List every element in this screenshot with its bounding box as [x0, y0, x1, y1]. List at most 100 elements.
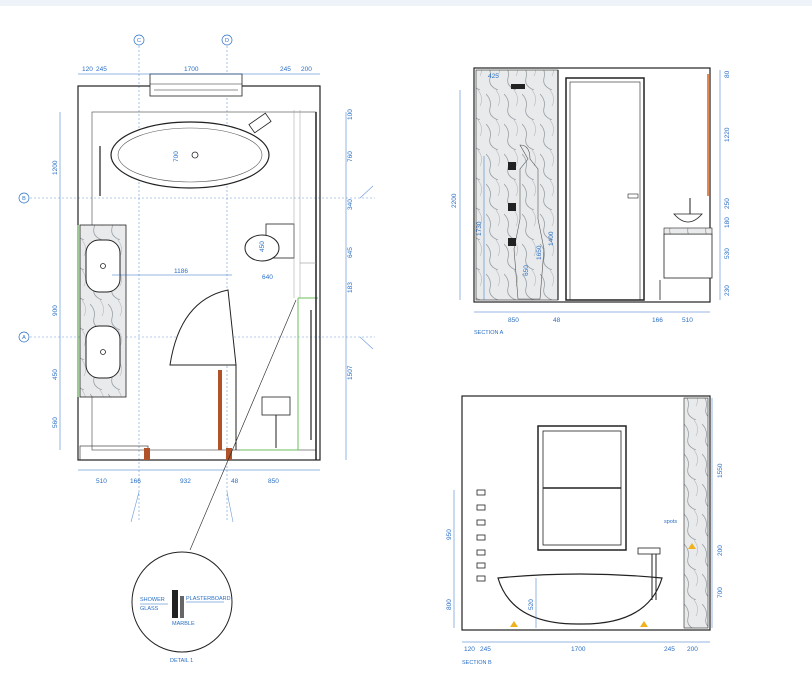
detail-leader — [189, 299, 297, 551]
grid-bubble-d: D — [221, 34, 233, 46]
bathtub — [110, 121, 270, 189]
section-b-title: SECTION B — [462, 660, 492, 666]
svg-text:560: 560 — [52, 417, 59, 428]
floor-plan — [77, 73, 321, 461]
svg-text:932: 932 — [180, 478, 191, 485]
grid-bubble-b: B — [18, 192, 30, 204]
door-swing — [169, 289, 237, 366]
basin-left — [85, 239, 121, 293]
bath-tap — [248, 112, 272, 134]
svg-text:510: 510 — [96, 478, 107, 485]
detail-1: SHOWER GLASS PLASTERBOARD MARBLE DETAIL … — [131, 551, 233, 664]
section-b — [461, 395, 711, 631]
svg-text:48: 48 — [231, 478, 239, 485]
grid-bubble-a: A — [18, 331, 30, 343]
svg-text:1650: 1650 — [536, 245, 543, 260]
section-a-marble-wall — [475, 69, 559, 301]
plan-left-dimensions: 1200 900 450 560 — [52, 160, 59, 428]
plan-top-dimensions: 120 245 1700 245 200 — [82, 66, 312, 73]
section-a-vanity — [663, 233, 713, 279]
detail-glass-label: GLASS — [140, 606, 159, 612]
svg-text:183: 183 — [347, 282, 354, 293]
shower-head — [511, 84, 525, 89]
top-bar — [0, 0, 812, 6]
svg-text:100: 100 — [347, 109, 354, 120]
section-a-dims — [459, 70, 721, 313]
svg-text:640: 640 — [262, 274, 273, 281]
section-b-dims — [453, 398, 713, 643]
shower-control-2 — [508, 203, 516, 211]
svg-text:1186: 1186 — [174, 268, 188, 275]
svg-text:1400: 1400 — [548, 231, 555, 246]
svg-text:510: 510 — [682, 317, 693, 324]
section-b-marble-wall — [683, 397, 709, 629]
svg-text:200: 200 — [301, 66, 312, 73]
svg-text:700: 700 — [717, 587, 724, 598]
svg-text:1550: 1550 — [717, 463, 724, 478]
detail-shower-label: SHOWER — [140, 597, 165, 603]
detail-title: DETAIL 1 — [170, 658, 193, 664]
svg-text:250: 250 — [724, 198, 731, 209]
svg-text:645: 645 — [347, 247, 354, 258]
svg-text:120: 120 — [82, 66, 93, 73]
svg-text:2200: 2200 — [451, 193, 458, 208]
svg-text:1220: 1220 — [724, 127, 731, 142]
section-b-bathtub — [497, 573, 663, 625]
svg-text:120: 120 — [464, 646, 475, 653]
svg-text:450: 450 — [52, 369, 59, 380]
svg-text:950: 950 — [446, 529, 453, 540]
svg-text:900: 900 — [52, 305, 59, 316]
svg-text:1700: 1700 — [184, 66, 199, 73]
plan-dimension-lines — [59, 73, 347, 471]
bath-drain — [191, 151, 199, 159]
toilet-bowl — [244, 234, 280, 262]
svg-text:B: B — [22, 196, 26, 202]
svg-text:520: 520 — [528, 599, 535, 610]
spot-light-1 — [510, 621, 518, 627]
plan-right-dimensions: 100 760 340 645 183 1507 — [347, 109, 354, 380]
shower-control-1 — [508, 162, 516, 170]
svg-text:700: 700 — [173, 151, 180, 162]
svg-text:200: 200 — [687, 646, 698, 653]
basin-right — [85, 325, 121, 379]
svg-text:180: 180 — [724, 217, 731, 228]
svg-text:450: 450 — [259, 241, 266, 252]
svg-text:A: A — [22, 335, 26, 341]
svg-text:850: 850 — [508, 317, 519, 324]
svg-text:340: 340 — [347, 199, 354, 210]
svg-text:1507: 1507 — [347, 365, 354, 380]
svg-text:D: D — [225, 38, 229, 44]
svg-text:245: 245 — [96, 66, 107, 73]
svg-text:760: 760 — [347, 151, 354, 162]
plan-bottom-dimensions: 510 166 932 48 850 — [96, 478, 279, 485]
svg-text:800: 800 — [446, 599, 453, 610]
section-a-labels: 2200 1730 1400 1650 650 425 80 1220 250 … — [451, 70, 731, 336]
spot-light-3 — [688, 543, 696, 549]
plan-window — [149, 73, 243, 97]
section-b-tap — [637, 547, 661, 555]
shower-glass — [240, 298, 299, 451]
svg-text:1700: 1700 — [571, 646, 586, 653]
svg-text:1200: 1200 — [52, 160, 59, 175]
svg-text:166: 166 — [652, 317, 663, 324]
section-a-basin — [673, 213, 703, 223]
spot-light-2 — [640, 621, 648, 627]
svg-text:245: 245 — [664, 646, 675, 653]
shower-mixer — [261, 396, 291, 416]
svg-text:230: 230 — [724, 285, 731, 296]
svg-text:1730: 1730 — [476, 221, 483, 236]
svg-text:530: 530 — [724, 248, 731, 259]
spots-label: spots — [664, 519, 677, 525]
svg-text:650: 650 — [523, 265, 530, 276]
grid-bubble-c: C — [133, 34, 145, 46]
section-a-door — [565, 77, 645, 301]
svg-text:166: 166 — [130, 478, 141, 485]
svg-text:48: 48 — [553, 317, 561, 324]
door-timber — [218, 370, 222, 450]
plan-inner-dimensions: 700 1186 640 450 — [173, 151, 273, 281]
section-a — [473, 67, 713, 303]
detail-plasterboard-label: PLASTERBOARD — [186, 596, 231, 602]
towel-rail — [476, 489, 486, 582]
svg-text:245: 245 — [480, 646, 491, 653]
